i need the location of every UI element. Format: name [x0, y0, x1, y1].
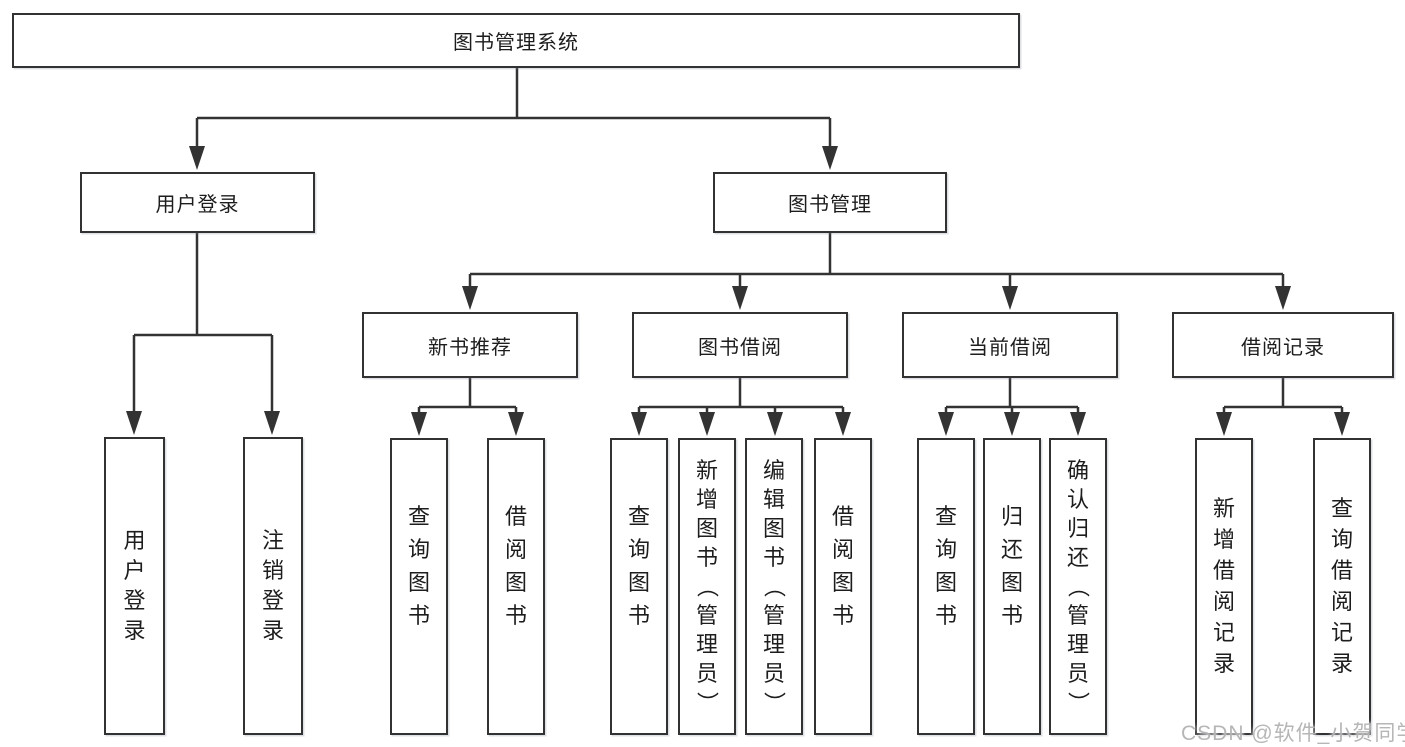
node-add-borrow-record: 新增借阅记录 — [1195, 438, 1253, 735]
node-confirm-return-admin: 确认归还（管理员） — [1049, 438, 1107, 735]
node-label: 用户登录 — [155, 194, 240, 216]
node-label: 查询图书 — [934, 504, 957, 628]
node-borrow-book-1: 借阅图书 — [487, 438, 545, 735]
node-label: 借阅图书 — [504, 504, 527, 628]
node-add-book-admin: 新增图书（管理员） — [678, 438, 736, 735]
node-borrow-records: 借阅记录 — [1172, 312, 1394, 378]
root-node: 图书管理系统 — [12, 13, 1020, 68]
node-edit-book-admin: 编辑图书（管理员） — [745, 438, 803, 735]
node-label: 归还图书 — [1000, 504, 1023, 628]
node-return-book: 归还图书 — [983, 438, 1041, 735]
node-label: 图书借阅 — [698, 336, 782, 359]
node-label: 新书推荐 — [428, 336, 512, 359]
node-label: 确认归还（管理员） — [1065, 457, 1091, 714]
node-borrow-book-2: 借阅图书 — [814, 438, 872, 735]
node-user-login-group: 用户登录 — [80, 172, 315, 233]
watermark: CSDN @软件_小贺同学 — [1181, 722, 1405, 745]
node-label: 借阅图书 — [831, 504, 854, 628]
node-login: 用户登录 — [104, 437, 165, 735]
node-label: 查询借阅记录 — [1330, 496, 1353, 676]
arrowheads — [126, 146, 1350, 436]
node-label: 新增图书（管理员） — [694, 457, 720, 714]
node-label: 查询图书 — [407, 504, 430, 628]
node-label: 注销登录 — [261, 528, 284, 643]
node-label: 编辑图书（管理员） — [761, 457, 787, 714]
node-new-book-recommend: 新书推荐 — [362, 312, 578, 378]
node-query-book-2: 查询图书 — [610, 438, 668, 735]
node-label: 当前借阅 — [968, 336, 1052, 359]
node-label: 查询图书 — [627, 504, 650, 628]
node-label: 用户登录 — [123, 528, 146, 643]
node-book-management: 图书管理 — [713, 172, 947, 233]
node-label: 借阅记录 — [1241, 336, 1325, 359]
node-label: 图书管理 — [788, 194, 872, 216]
node-query-book-1: 查询图书 — [390, 438, 448, 735]
node-current-borrow: 当前借阅 — [902, 312, 1118, 378]
connector-paths — [132, 68, 1344, 416]
node-label: 图书管理系统 — [453, 32, 579, 54]
node-book-borrow: 图书借阅 — [632, 312, 848, 378]
node-logout: 注销登录 — [243, 437, 303, 735]
node-query-borrow-record: 查询借阅记录 — [1313, 438, 1371, 735]
node-query-book-3: 查询图书 — [917, 438, 975, 735]
node-label: 新增借阅记录 — [1212, 496, 1235, 676]
